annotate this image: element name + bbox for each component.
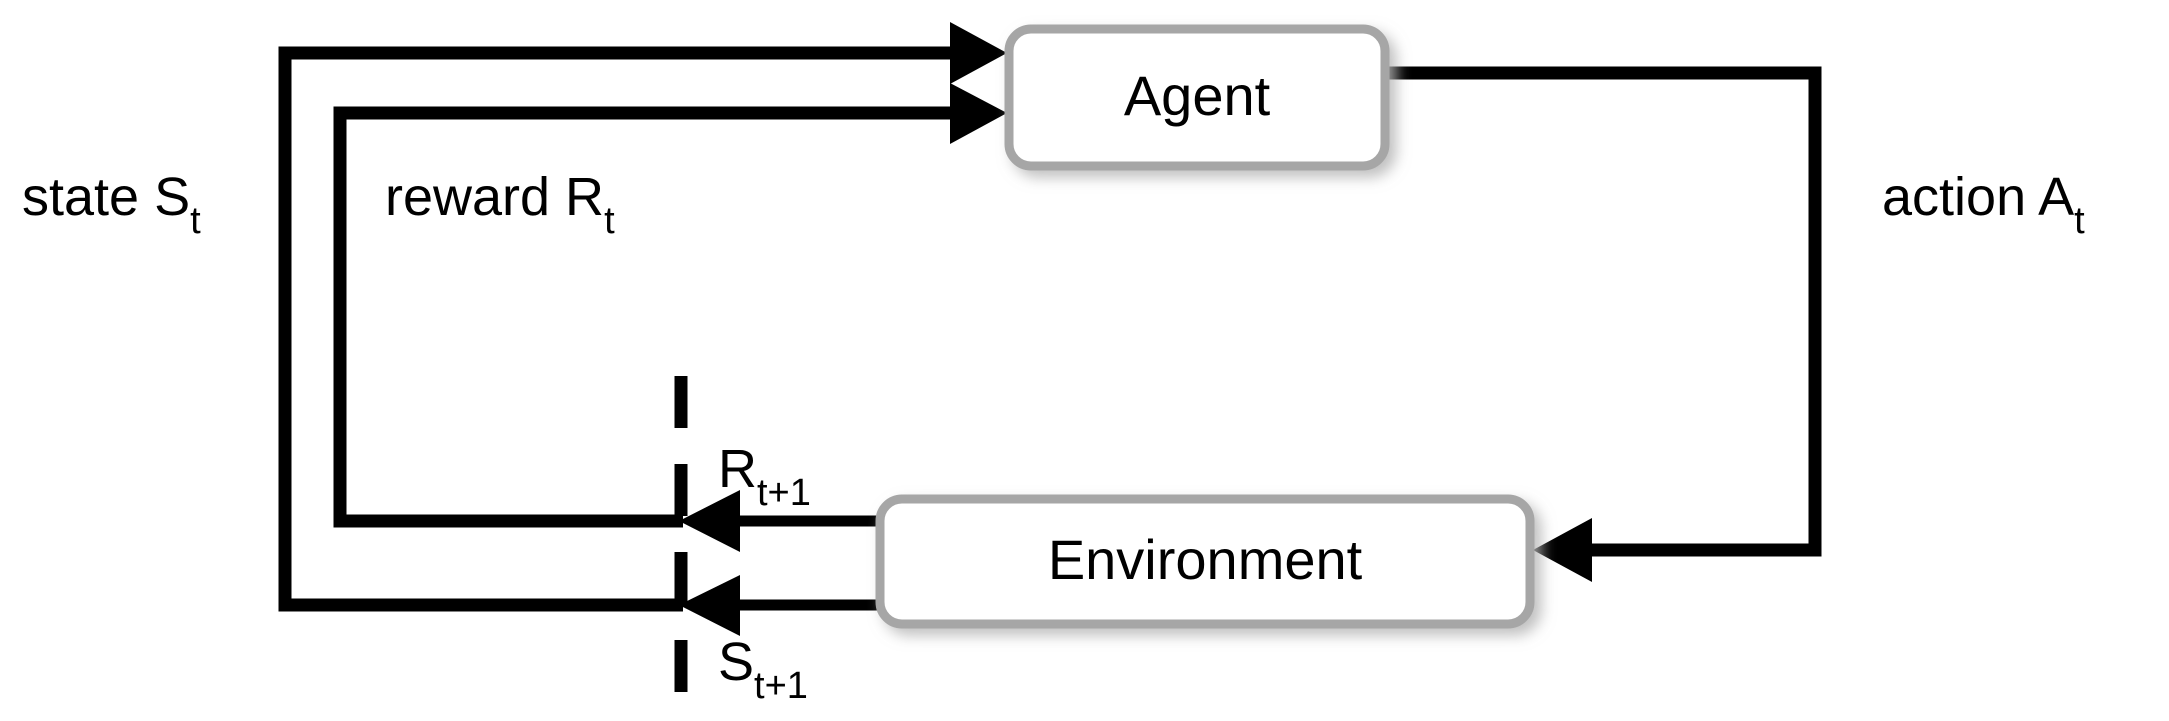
next-reward-edge-label: Rt+1: [718, 439, 811, 514]
next-state-edge-label-base: S: [718, 632, 754, 692]
action-arrow-head: [1533, 518, 1592, 582]
next-state-edge-label-subscript: t+1: [754, 665, 808, 707]
next-reward-edge-label-base: R: [718, 439, 757, 499]
environment-box-shape: [875, 494, 1535, 629]
next-state-edge-path: [679, 575, 880, 636]
agent-node-label: Agent: [1124, 64, 1271, 127]
next-reward-edge-path: [679, 490, 880, 552]
state-arrow-head: [950, 22, 1007, 84]
reward-edge-label-subscript: t: [604, 200, 615, 242]
state-edge-label-subscript: t: [190, 200, 201, 242]
environment-node[interactable]: Environment: [875, 494, 1535, 629]
state-edge-path: [278, 22, 1007, 612]
next-state-edge-label: St+1: [718, 632, 808, 707]
agent-node[interactable]: Agent: [1004, 24, 1390, 171]
action-edge-label-base: action A: [1882, 167, 2074, 227]
agent-box-shape: [1004, 24, 1390, 171]
reward-arrow-head: [950, 83, 1007, 144]
environment-node-label: Environment: [1048, 528, 1363, 591]
next-reward-arrow-head: [679, 490, 740, 552]
action-edge-label-subscript: t: [2074, 200, 2085, 242]
state-edge-label-base: state S: [22, 167, 190, 227]
next-state-arrow-head: [679, 575, 740, 636]
state-edge-label: state St: [22, 167, 201, 242]
action-edge-label: action At: [1882, 167, 2085, 242]
next-reward-edge-label-subscript: t+1: [757, 472, 811, 514]
action-edge-path: [1385, 66, 1822, 582]
reward-edge-label: reward Rt: [385, 167, 615, 242]
reward-edge-label-base: reward R: [385, 167, 604, 227]
reward-edge-path: [333, 83, 1007, 528]
